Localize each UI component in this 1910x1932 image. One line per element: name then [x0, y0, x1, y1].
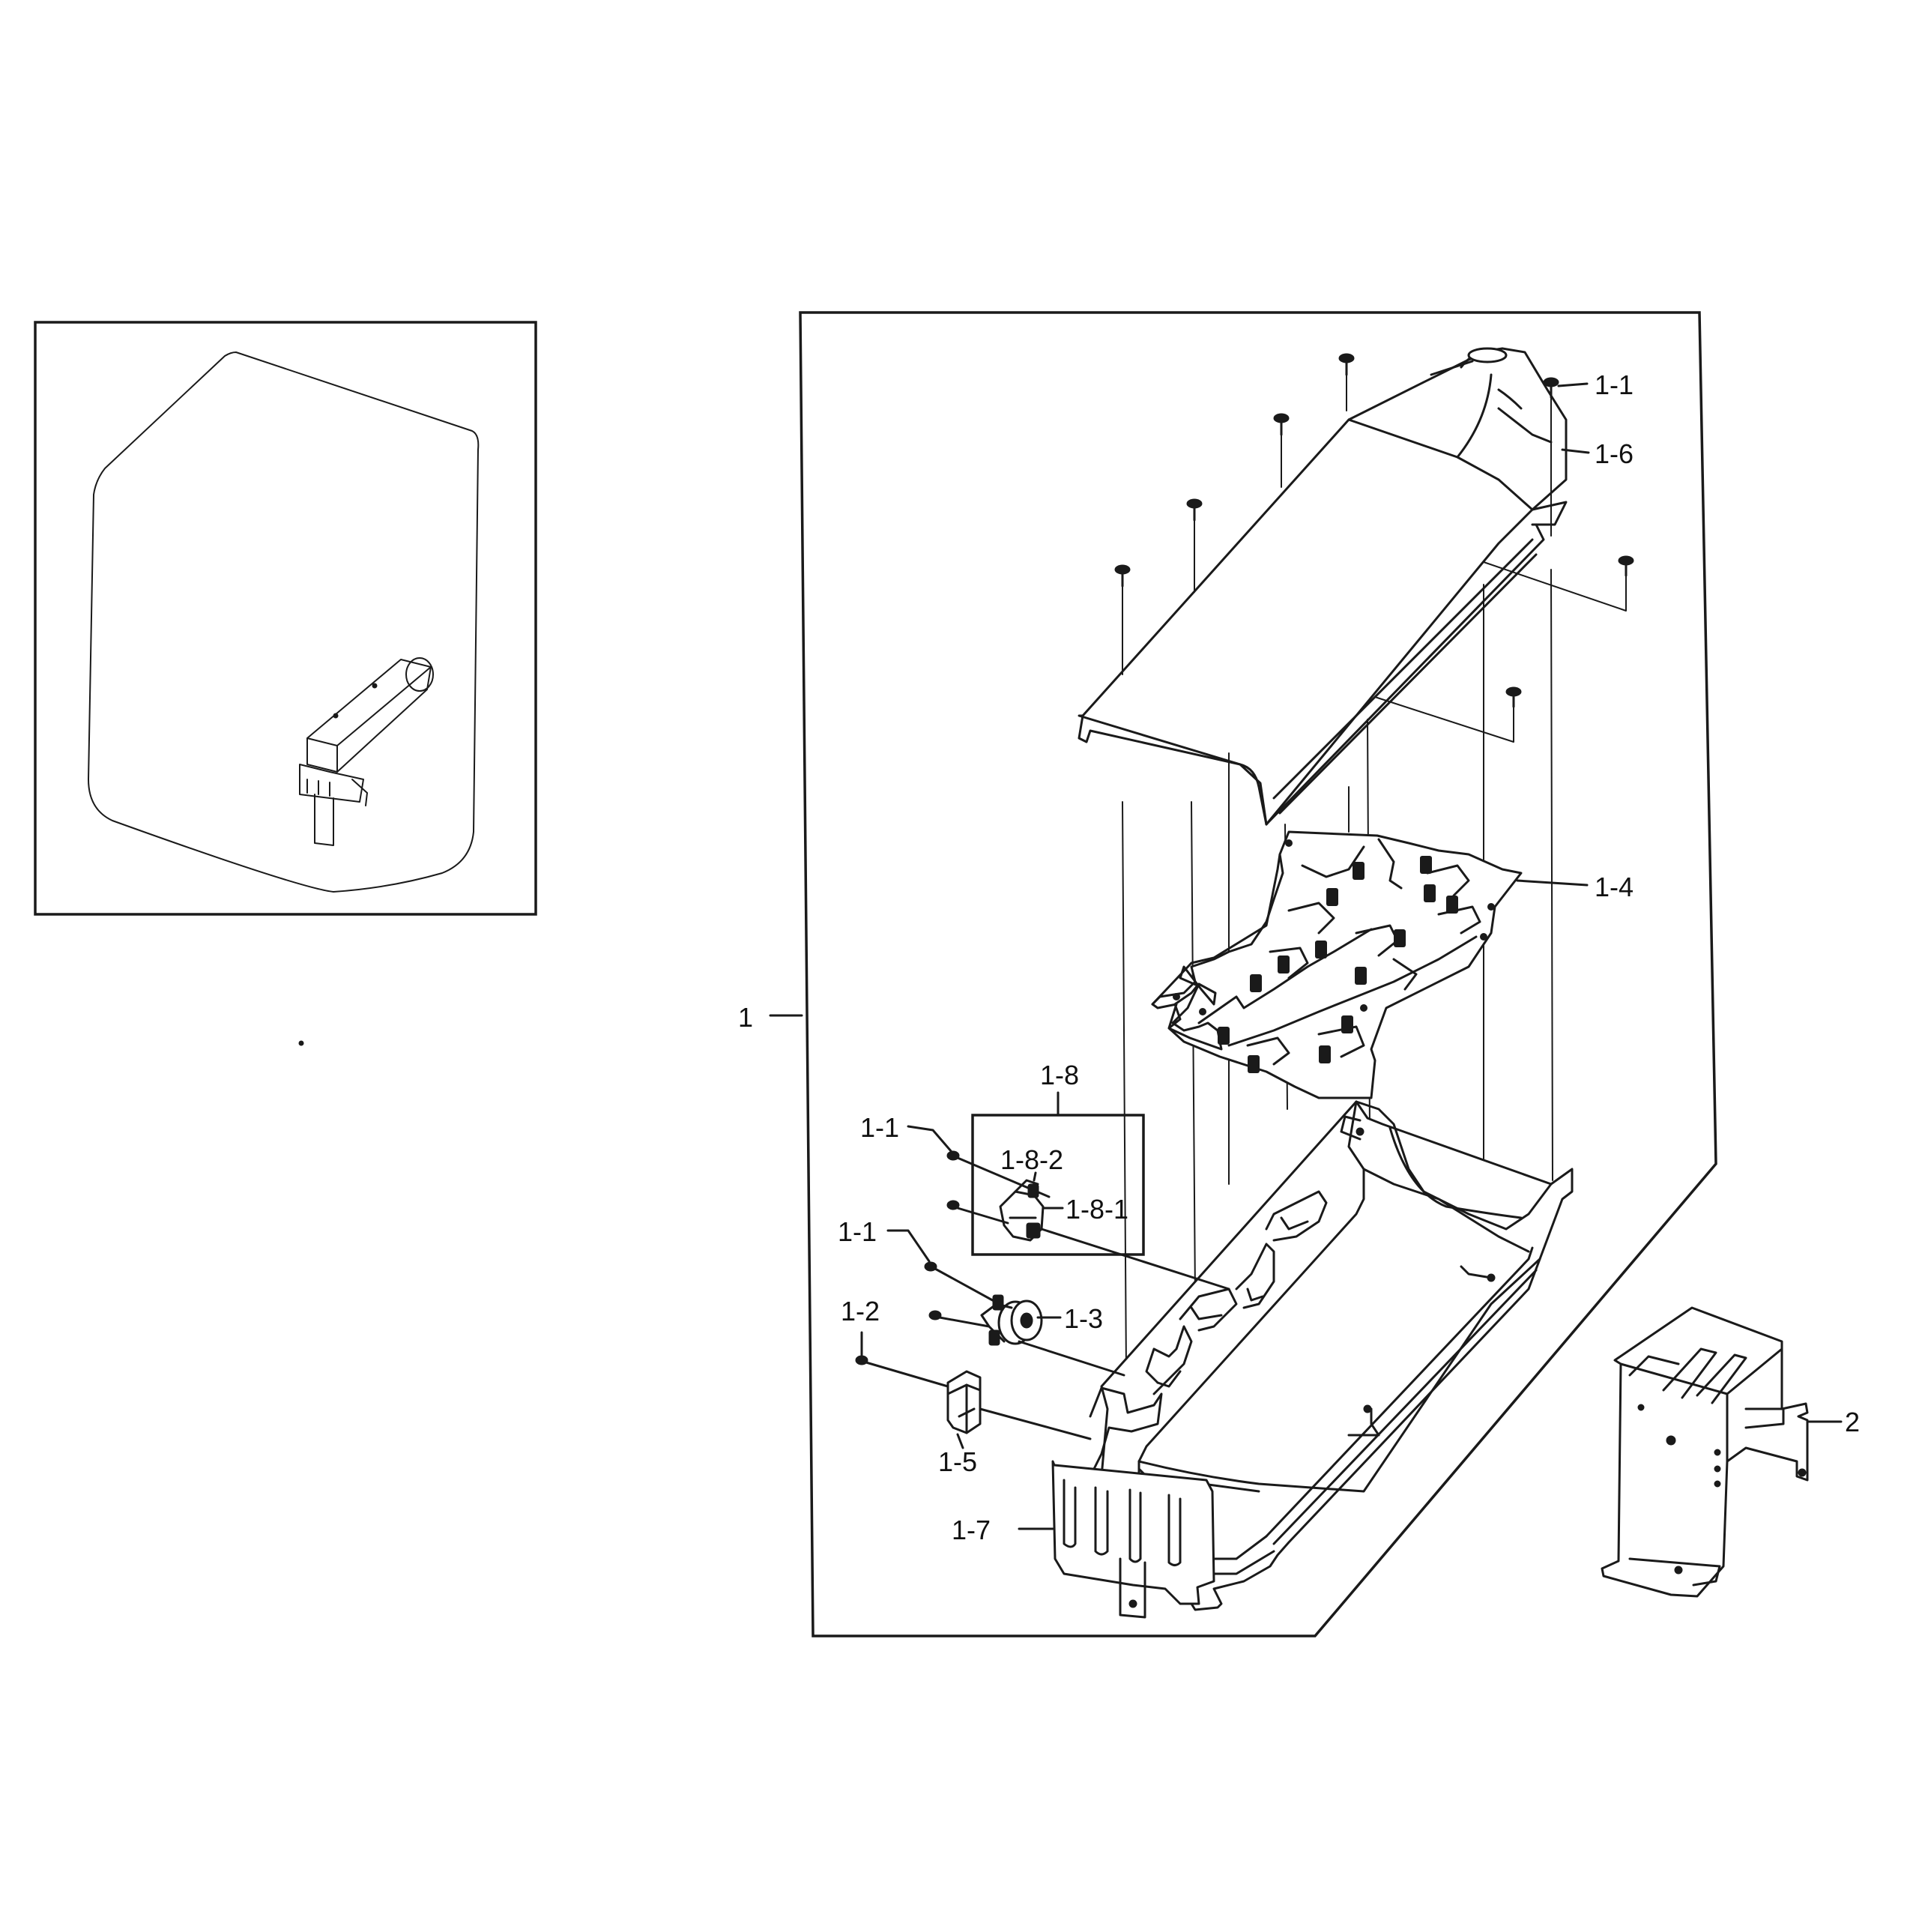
screw-icon: [1114, 564, 1131, 588]
dryer-cabinet-outline: [88, 351, 480, 893]
callout-1-3: 1-3: [1064, 1303, 1103, 1334]
screw-icon: [1505, 686, 1522, 708]
heater-assembly-miniature: [299, 657, 434, 846]
heater-cover-1-6: [1078, 347, 1568, 826]
callout-1-7: 1-7: [952, 1515, 991, 1545]
screw-icon: [855, 1355, 1092, 1440]
heater-element-plate-1-4: [1151, 830, 1523, 1099]
screw-icon: [1543, 377, 1559, 399]
callout-1-1-lower-left: 1-1: [838, 1216, 877, 1247]
callout-2: 2: [1845, 1407, 1860, 1437]
callout-1-1-upper-left: 1-1: [860, 1112, 899, 1143]
callout-1-4: 1-4: [1595, 872, 1634, 902]
callout-1-8-1: 1-8-1: [1066, 1194, 1128, 1225]
screw-icon: [946, 1150, 1051, 1198]
screw-icon: [1338, 353, 1355, 376]
cover-screws: [1114, 353, 1634, 708]
callout-1-5: 1-5: [938, 1446, 977, 1477]
screw-icon: [946, 1200, 1230, 1290]
leader-lines: [769, 382, 1843, 1530]
screw-icon: [928, 1310, 1125, 1377]
inset-frame: [34, 321, 537, 916]
thermostat-1-3: [980, 1294, 1043, 1346]
screw-icon: [924, 1261, 998, 1304]
callout-1-8-2: 1-8-2: [1000, 1144, 1063, 1175]
callout-1-6: 1-6: [1595, 438, 1634, 469]
callout-1-8: 1-8: [1040, 1060, 1079, 1090]
screw-icon: [1186, 498, 1203, 522]
overview-inset: [34, 321, 537, 916]
screw-icon: [1618, 555, 1634, 577]
callout-1-2: 1-2: [841, 1296, 880, 1326]
bracket-2: [1601, 1306, 1809, 1598]
thermal-fuse-1-8-1: [999, 1179, 1045, 1242]
screw-icon: [1273, 413, 1290, 436]
stray-dot: [298, 1040, 304, 1046]
callout-1: 1: [738, 1002, 753, 1033]
assembly-1-frame: [799, 311, 1717, 1637]
callout-labels: 1 1-1 1-1 1-1 1-2 1-3 1-4 1-5 1-6 1-7 1-…: [738, 369, 1860, 1545]
terminal-block-1-5: [946, 1370, 982, 1434]
heater-housing-1-7: [1051, 1100, 1574, 1619]
callout-1-1-top: 1-1: [1595, 369, 1634, 400]
